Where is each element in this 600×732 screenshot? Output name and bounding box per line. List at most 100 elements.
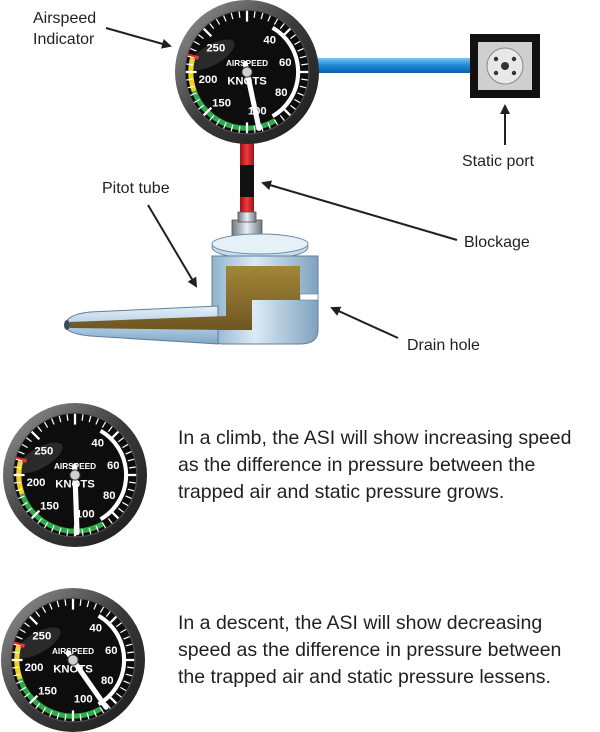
main-tick: [267, 15, 271, 22]
climb-tick: [95, 418, 99, 425]
climb-tick: [15, 488, 23, 492]
descent-tick: [93, 710, 97, 717]
blockage: [240, 165, 254, 197]
climb-glass-highlight: [17, 442, 63, 474]
main-tick: [202, 106, 213, 117]
main-tick: [230, 12, 234, 20]
climb-tick: [122, 443, 129, 449]
main-tick: [297, 92, 304, 96]
airspeed-indicator-label-line1: Airspeed: [33, 10, 96, 27]
climb-tick: [58, 415, 62, 423]
climb-scale-label: 200: [27, 477, 46, 489]
descent-tick: [93, 603, 97, 610]
main-tick: [301, 78, 308, 81]
main-tick: [253, 126, 256, 133]
main-tick: [299, 55, 307, 59]
airspeed-indicator-arrow: [105, 27, 172, 49]
climb-tick: [125, 495, 132, 499]
descent-caption: In a descent, the ASI will show decreasi…: [178, 612, 562, 688]
descent-tick: [116, 692, 122, 698]
main-glass-highlight: [189, 39, 235, 71]
descent-tick: [127, 651, 134, 654]
main-scale-label: 80: [275, 87, 288, 99]
descent-tick: [120, 628, 127, 634]
climb-tick: [30, 509, 41, 520]
climb-tick: [15, 458, 23, 462]
climb-tick: [129, 481, 136, 484]
main-tick: [238, 126, 241, 133]
main-tick: [215, 119, 221, 126]
main-tick: [294, 98, 301, 104]
descent-tick: [16, 680, 23, 684]
climb-tick: [88, 527, 92, 535]
descent-tick: [19, 628, 26, 634]
main-tick: [198, 104, 204, 110]
climb-scale-label: 40: [91, 438, 104, 450]
descent-scale-label: 60: [105, 645, 118, 657]
climb-tick: [51, 418, 55, 425]
climb-tick: [26, 507, 32, 513]
climb-tick: [101, 421, 107, 428]
climb-caption: In a climb, the ASI will show increasing…: [178, 427, 572, 503]
climb-tick: [26, 437, 32, 443]
climb-tick: [30, 430, 41, 441]
climb-tick: [118, 437, 124, 443]
main-tick: [290, 104, 296, 110]
descent-tick: [107, 694, 118, 705]
main-tick: [186, 63, 193, 66]
descent-glass-highlight: [15, 627, 61, 659]
climb-tick: [37, 518, 43, 524]
drain-hole-label: Drain hole: [407, 337, 480, 354]
descent-scale-label: 250: [32, 631, 51, 643]
main-scale-label: 60: [279, 57, 292, 69]
airspeed-indicator-label-line2: Indicator: [33, 31, 95, 48]
climb-green-arc: [19, 493, 105, 534]
descent-tick: [120, 686, 127, 692]
descent-tick: [64, 714, 67, 721]
climb-scale-label: 250: [34, 446, 53, 458]
main-tick: [297, 48, 304, 52]
descent-tick: [86, 600, 90, 608]
descent-tick: [19, 686, 26, 692]
descent-tick: [12, 666, 19, 669]
main-tick: [294, 40, 301, 46]
descent-scale-label: 100: [74, 693, 93, 705]
climb-tick: [129, 466, 136, 469]
descent-title: AIRSPEED: [52, 647, 94, 656]
climb-tick: [109, 430, 120, 441]
descent-tick: [123, 636, 130, 640]
main-yellow-arc: [188, 56, 197, 93]
main-tick: [223, 122, 227, 129]
descent-tick: [127, 666, 134, 669]
descent-tick: [116, 622, 122, 628]
climb-scale-label: 100: [76, 508, 95, 520]
main-tick: [209, 23, 215, 29]
climb-tick: [43, 522, 49, 529]
main-tick: [279, 115, 285, 121]
main-tick: [202, 27, 213, 38]
main-tick: [193, 40, 200, 46]
main-redline: [186, 53, 200, 60]
descent-scale-label: 40: [89, 623, 102, 635]
climb-redline: [14, 456, 28, 463]
climb-tick: [95, 525, 99, 532]
main-tick: [281, 106, 292, 117]
climb-tick: [107, 518, 113, 524]
descent-tick: [56, 600, 60, 608]
descent-scale-label: 80: [101, 675, 114, 687]
descent-tick: [105, 611, 111, 617]
main-tick: [223, 15, 227, 22]
main-tick: [299, 85, 307, 89]
main-tick: [260, 12, 264, 20]
climb-tick: [18, 495, 25, 499]
descent-tick: [41, 606, 47, 613]
descent-tick: [35, 703, 41, 709]
static-port-label: Static port: [462, 153, 535, 170]
descent-tick: [24, 692, 30, 698]
main-tick: [253, 11, 256, 18]
climb-tick: [43, 421, 49, 428]
descent-tick: [99, 707, 105, 714]
